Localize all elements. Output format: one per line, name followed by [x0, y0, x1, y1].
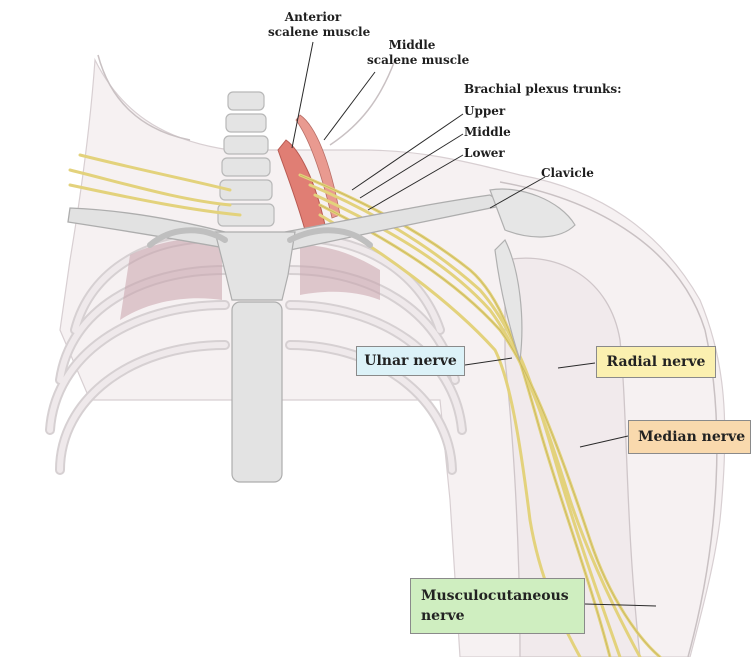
brachial-plexus-heading: Brachial plexus trunks:	[464, 82, 622, 97]
musculocutaneous-label-line1: Musculocutaneous	[421, 586, 569, 606]
ulnar-nerve-callout: Ulnar nerve	[356, 346, 465, 376]
anterior-scalene-line1: Anterior	[268, 10, 358, 25]
clavicle-label: Clavicle	[541, 166, 594, 181]
radial-nerve-callout: Radial nerve	[596, 346, 716, 378]
trunk-middle-label: Middle	[464, 125, 511, 140]
anterior-scalene-label: Anterior scalene muscle	[268, 10, 358, 40]
anterior-scalene-line2: scalene muscle	[268, 25, 358, 40]
musculocutaneous-label-line2: nerve	[421, 606, 465, 626]
middle-scalene-label: Middle scalene muscle	[367, 38, 457, 68]
middle-scalene-line2: scalene muscle	[367, 53, 457, 68]
median-nerve-label: Median nerve	[638, 429, 745, 445]
radial-nerve-label: Radial nerve	[607, 354, 706, 370]
trunk-upper-label: Upper	[464, 104, 505, 119]
middle-scalene-line1: Middle	[367, 38, 457, 53]
ulnar-nerve-label: Ulnar nerve	[364, 353, 457, 369]
trunk-lower-label: Lower	[464, 146, 505, 161]
median-nerve-callout: Median nerve	[628, 420, 751, 454]
musculocutaneous-callout: Musculocutaneous nerve	[410, 578, 585, 634]
